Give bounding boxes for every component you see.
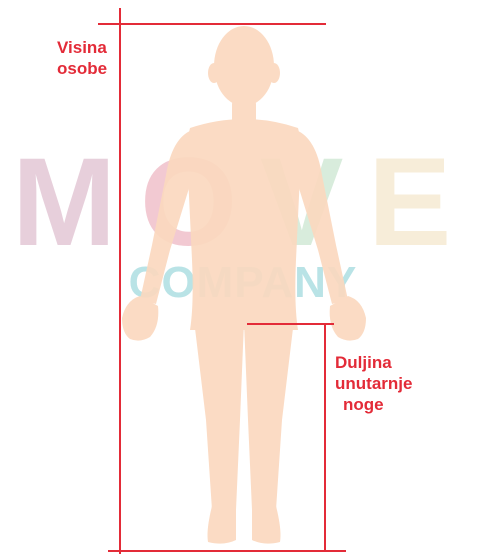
figure-ear-left	[208, 63, 220, 83]
figure-foot-left	[208, 506, 237, 544]
height-label-line1: Visina	[57, 37, 107, 58]
human-figure	[122, 26, 366, 544]
watermark-letter-m: M	[12, 133, 116, 272]
figure-torso	[186, 119, 301, 330]
figure-foot-right	[252, 506, 281, 544]
inseam-label-line1: Duljina	[335, 352, 412, 373]
watermark-letter-e: E	[368, 133, 451, 272]
figure-leg-left	[194, 320, 244, 510]
inseam-label: Duljina unutarnje noge	[335, 352, 412, 415]
figure-head	[214, 26, 274, 106]
inseam-label-line3: noge	[335, 394, 412, 415]
inseam-label-line2: unutarnje	[335, 373, 412, 394]
height-label: Visina osobe	[57, 37, 107, 79]
height-label-line2: osobe	[57, 58, 107, 79]
figure-leg-right	[244, 320, 294, 510]
figure-ear-right	[268, 63, 280, 83]
